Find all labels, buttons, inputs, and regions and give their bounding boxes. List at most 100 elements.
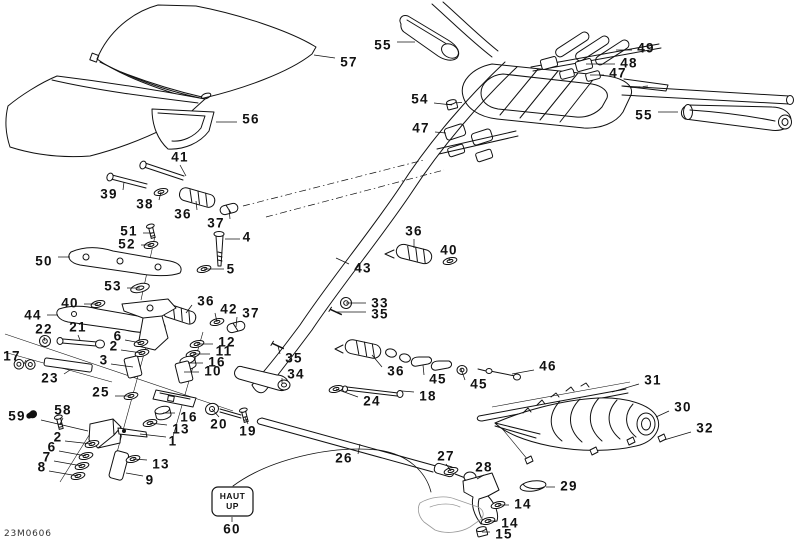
callout-35: 35 [277,345,302,366]
leader-line [43,336,46,342]
callout-33: 33 [346,296,388,311]
callout-49: 49 [616,41,654,56]
callout-1: 1 [139,433,176,449]
leader-line [53,460,83,467]
callout-number: 8 [38,460,47,475]
callout-22: 22 [35,322,52,342]
leader-line [277,345,281,355]
part-boltv [145,223,156,239]
callout-53: 53 [104,279,140,294]
leader-line [445,463,452,472]
leader-line [40,419,89,432]
relay-links [385,348,468,375]
callout-number: 49 [637,41,654,56]
tie-rod-23 [43,357,93,373]
callout-34: 34 [281,367,304,383]
callout-number: 42 [220,302,237,317]
callout-13: 13 [149,422,189,437]
leader-line [214,312,218,323]
frame-bracket [121,298,177,351]
callout-50: 50 [35,254,70,269]
leader-line [139,433,167,438]
leader-line [235,316,238,328]
callout-number: 26 [335,451,352,466]
callout-number: 56 [242,112,259,127]
callout-number: 6 [48,440,57,455]
leader-line [149,422,168,426]
callout-number: 36 [387,364,404,379]
callout-number: 2 [110,339,119,354]
coupler-36-top [178,187,216,208]
ring-29 [519,480,547,492]
callout-number: 17 [3,349,20,364]
callout-52: 52 [118,237,151,252]
callout-51: 51 [120,224,152,239]
callout-number: 48 [620,56,637,71]
leader-line [244,416,249,425]
callout-number: 54 [411,92,428,107]
callout-number: 36 [174,207,191,222]
callout-60: 60 [223,517,240,537]
part-boltv [238,407,249,423]
callout-13: 13 [132,457,169,472]
leader-line [77,334,81,341]
callout-number: 41 [171,150,188,165]
callout-number: 43 [354,261,371,276]
callout-6: 6 [48,440,87,457]
callout-number: 55 [635,108,652,123]
leader-line [64,440,93,445]
callout-number: 45 [470,377,487,392]
leader-line [59,417,64,425]
leader-line [23,359,27,365]
leader-line [122,181,125,191]
clips-32 [524,433,667,465]
leader-line [611,383,640,393]
callout-55: 55 [374,38,415,53]
leader-line [434,131,447,134]
callout-47: 47 [590,66,626,81]
callout-31: 31 [611,373,661,393]
callout-number: 46 [539,359,556,374]
callout-57: 57 [313,55,357,70]
callout-7: 7 [43,450,83,467]
bolt-9 [108,450,130,481]
callout-32: 32 [663,421,713,441]
coupler-36-right [344,339,382,359]
leader-line [63,369,71,375]
callout-42: 42 [214,302,237,323]
callout-number: 36 [405,224,422,239]
callout-number: 24 [363,394,380,409]
callout-39: 39 [100,181,125,202]
callout-55: 55 [635,108,678,123]
leader-line [371,354,383,368]
part-boltv [53,414,64,430]
callout-3: 3 [100,353,134,368]
windshield-lower-panel [5,75,206,158]
callout-number: 9 [146,473,155,488]
callout-number: 39 [100,187,117,202]
callout-number: 23 [41,371,58,386]
callout-46: 46 [511,359,556,375]
leader-line [357,443,361,455]
leader-line [125,472,144,477]
callout-38: 38 [136,191,162,212]
callout-number: 33 [371,296,388,311]
callout-23: 23 [41,369,71,386]
windshield-bracket [151,108,215,150]
callout-number: 7 [43,450,52,465]
callout-43: 43 [335,257,371,276]
coupler-36-center [395,243,433,265]
leader-line [335,388,359,398]
callout-12: 12 [197,335,235,350]
callout-number: 16 [180,410,197,425]
callout-26: 26 [335,443,361,466]
leader-line [185,304,193,314]
callout-44: 44 [24,308,58,323]
ski-mount-outline [417,496,484,533]
orientation-box [211,486,254,517]
orientation-box-line1: HAUT [220,491,246,501]
leader-line [663,431,692,441]
callout-5: 5 [204,262,234,277]
leader-line [179,164,187,177]
